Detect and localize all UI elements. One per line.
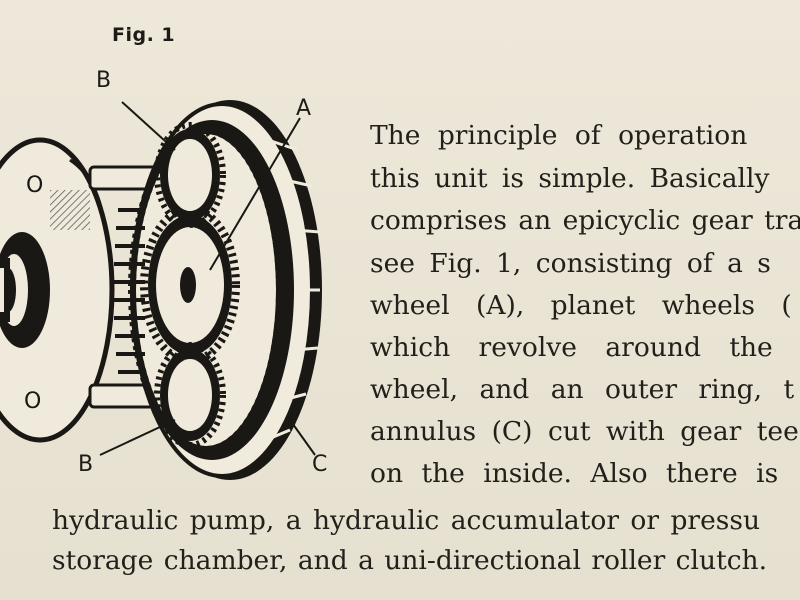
text-line: comprises an epicyclic gear trai <box>370 205 800 236</box>
epicyclic-gear-illustration: O O <box>0 100 322 480</box>
label-b-bottom: B <box>78 452 94 477</box>
svg-text:O: O <box>24 389 41 414</box>
text-line: wheel, and an outer ring, t <box>370 374 795 405</box>
label-b-top: B <box>96 68 112 93</box>
text-line: wheel (A), planet wheels ( <box>370 290 792 321</box>
text-line: which revolve around the s <box>370 332 800 363</box>
carrier-plate-drawing: O O <box>0 137 115 443</box>
label-a: A <box>296 96 312 121</box>
text-line: hydraulic pump, a hydraulic accumulator … <box>52 505 761 536</box>
label-c: C <box>312 452 328 477</box>
svg-text:O: O <box>26 173 43 198</box>
text-line: this unit is simple. Basically <box>370 163 770 194</box>
text-line: see Fig. 1, consisting of a s <box>370 248 771 279</box>
text-line: The principle of operation <box>370 120 748 151</box>
gear-teeth-column-drawing <box>114 208 145 374</box>
planet-wheel-top-drawing <box>154 122 226 228</box>
sun-wheel-drawing <box>140 205 240 365</box>
leader-lines <box>99 101 316 456</box>
figure-caption: Fig. 1 <box>112 24 176 46</box>
text-line: on the inside. Also there is <box>370 458 779 489</box>
text-line: storage chamber, and a uni-directional r… <box>52 545 768 576</box>
planet-wheel-bottom-drawing <box>154 342 226 448</box>
text-line: annulus (C) cut with gear tee <box>370 416 799 447</box>
